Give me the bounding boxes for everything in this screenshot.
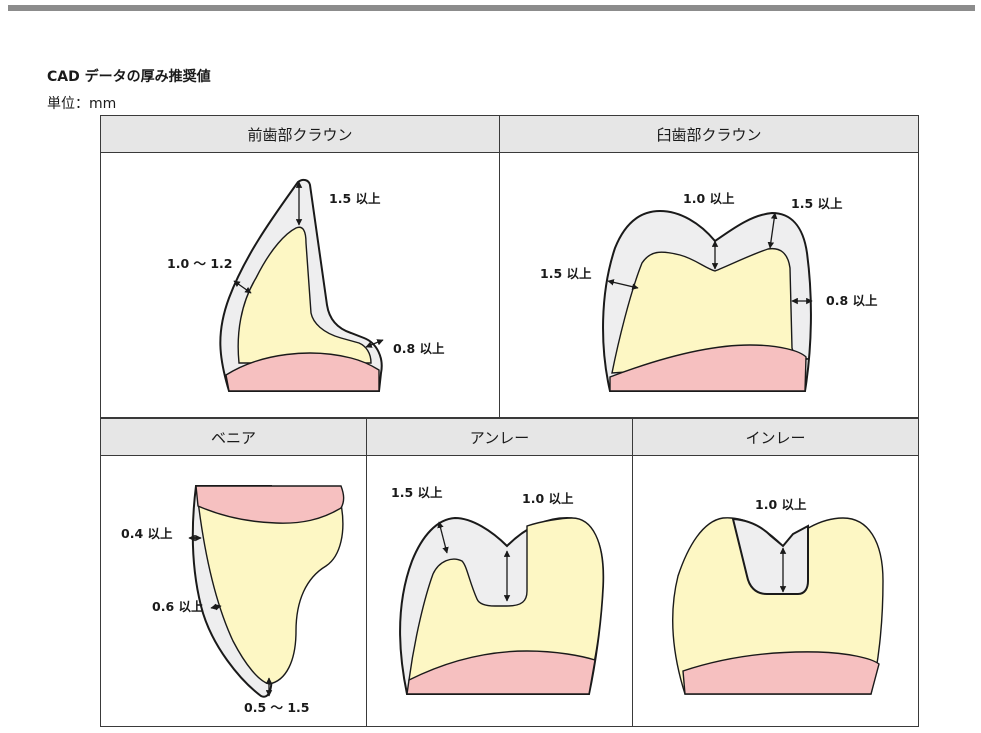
inlay-filling: [731, 517, 809, 595]
molar-label-4: 0.8 以上: [826, 293, 878, 308]
veneer-label-3: 0.5 〜 1.5: [244, 700, 310, 715]
veneer-diagram: 0.4 以上 0.6 以上 0.5 〜 1.5: [121, 485, 345, 715]
molar-crown-gum: [609, 344, 807, 392]
veneer-core: [197, 499, 344, 685]
onlay-gum: [406, 650, 596, 695]
inlay-gum: [682, 651, 880, 695]
anterior-crown-gum: [225, 352, 380, 392]
molar-label-2: 1.5 以上: [791, 196, 843, 211]
panel-header-anterior-crown: 前歯部クラウン: [101, 116, 499, 153]
onlay-label-1: 1.5 以上: [391, 485, 443, 500]
onlay-dimension-arrows: [437, 521, 511, 602]
anterior-label-3: 0.8 以上: [393, 341, 445, 356]
onlay-label-2: 1.0 以上: [522, 491, 574, 506]
unit-label: 単位：mm: [47, 96, 117, 112]
inlay-label-1: 1.0 以上: [755, 497, 807, 512]
onlay-core: [408, 517, 604, 682]
onlay-diagram: 1.5 以上 1.0 以上: [391, 485, 605, 695]
anterior-dimension-arrows: [233, 181, 384, 348]
panel-inlay: インレー 1.0 以上: [632, 418, 919, 727]
veneer-gum: [195, 485, 345, 524]
panel-onlay: アンレー 1.5 以上 1.0 以上: [366, 418, 633, 727]
molar-label-3: 1.5 以上: [540, 266, 592, 281]
veneer-label-1: 0.4 以上: [121, 526, 173, 541]
molar-dimension-arrows: [607, 212, 813, 305]
page-title: CAD データの厚み推奨値: [47, 69, 211, 85]
panel-veneer: ベニア 0.4 以上 0.6 以上 0.5 〜 1.5: [100, 418, 367, 727]
panel-header-veneer: ベニア: [101, 419, 366, 456]
panel-header-inlay: インレー: [633, 419, 918, 456]
panel-anterior-crown: 前歯部クラウン 1.5 以上 1.0 〜 1.2 0.8 以上: [100, 115, 500, 418]
anterior-crown-diagram: 1.5 以上 1.0 〜 1.2 0.8 以上: [167, 178, 445, 392]
top-divider-bar: [8, 5, 975, 11]
panel-header-onlay: アンレー: [367, 419, 632, 456]
anterior-label-1: 1.5 以上: [329, 191, 381, 206]
panel-molar-crown: 臼歯部クラウン 1.0 以上 1.5 以上 1.5 以上 0.8 以上: [499, 115, 919, 418]
inlay-diagram: 1.0 以上: [672, 497, 884, 695]
molar-crown-diagram: 1.0 以上 1.5 以上 1.5 以上 0.8 以上: [540, 191, 878, 392]
molar-crown-core: [611, 247, 809, 374]
veneer-dimension-arrows: [188, 534, 273, 697]
panel-header-molar-crown: 臼歯部クラウン: [500, 116, 918, 153]
anterior-label-2: 1.0 〜 1.2: [167, 256, 233, 271]
veneer-label-2: 0.6 以上: [152, 599, 204, 614]
molar-label-1: 1.0 以上: [683, 191, 735, 206]
